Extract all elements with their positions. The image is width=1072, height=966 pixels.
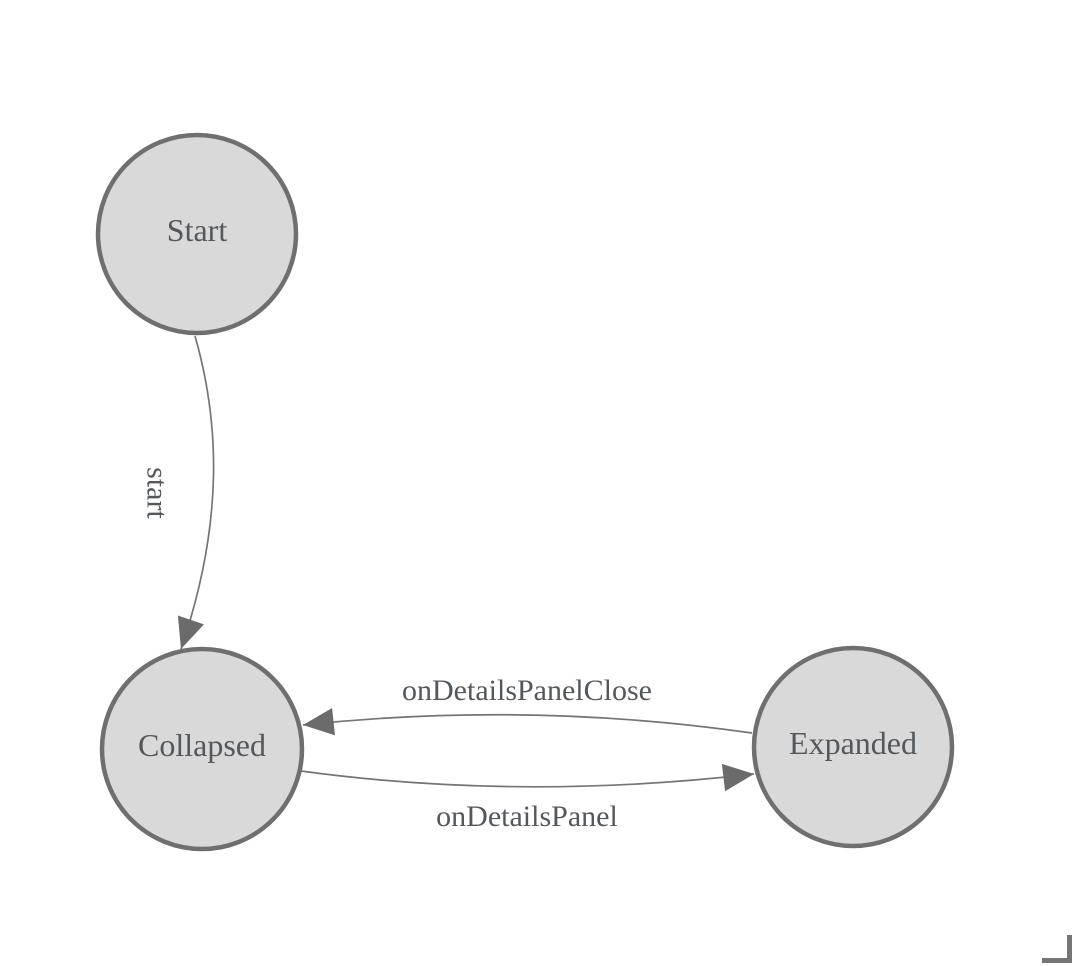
state-node-expanded[interactable] — [751, 645, 955, 849]
state-node-start-label: Start — [167, 212, 228, 248]
state-node-collapsed-label: Collapsed — [138, 727, 266, 763]
edge-label-ondetailspanel: onDetailsPanel — [436, 800, 618, 833]
state-node-collapsed[interactable] — [99, 646, 305, 852]
state-node-expanded-label: Expanded — [789, 725, 917, 761]
edge-expanded-to-collapsed — [302, 708, 753, 736]
edge-label-start: start — [141, 467, 174, 519]
state-node-start[interactable] — [95, 132, 299, 336]
edge-collapsed-to-expanded — [300, 763, 755, 792]
edge-start-to-collapsed — [177, 335, 215, 650]
corner-bracket-icon — [1042, 935, 1072, 963]
edge-label-ondetailspanelclose: onDetailsPanelClose — [402, 674, 652, 707]
